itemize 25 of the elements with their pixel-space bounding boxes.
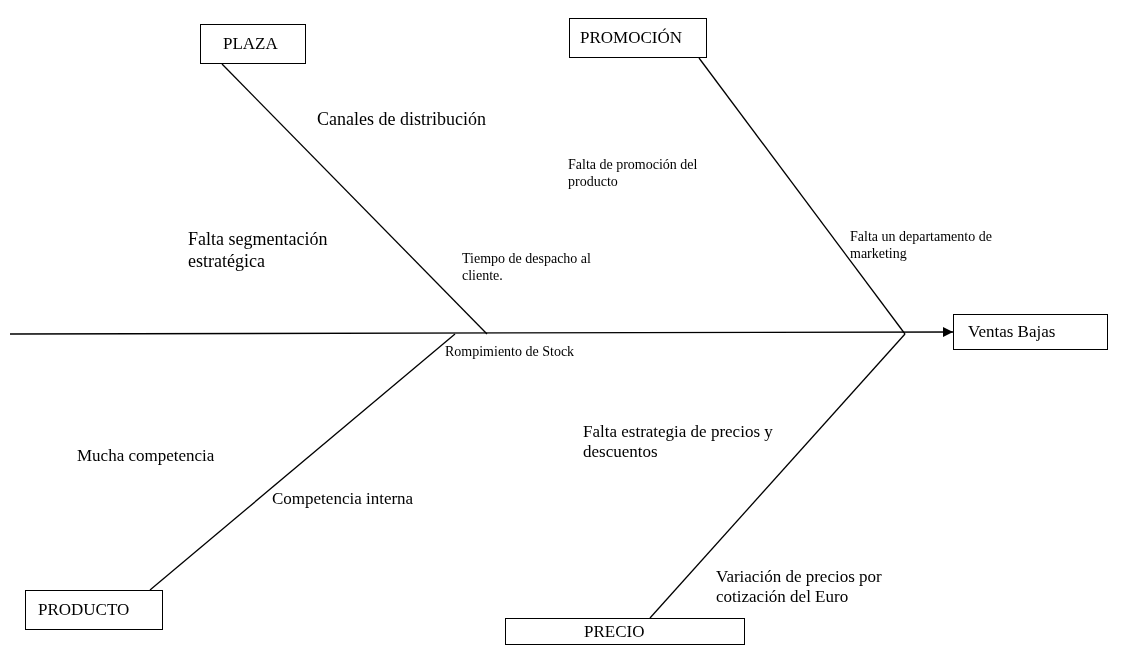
connector-line: [698, 57, 906, 335]
arrow: [9, 326, 954, 338]
node-label: PLAZA: [223, 34, 278, 54]
cause-label: Canales de distribución: [317, 109, 487, 131]
effect-box: [953, 314, 1108, 350]
cause-label: Falta estrategia de precios y descuentos: [583, 422, 773, 463]
cause-box: [569, 18, 707, 58]
cause-label: Variación de precios por cotización del Euro: [716, 567, 883, 608]
node-label: PRECIO: [584, 621, 645, 642]
connector-line: [221, 63, 488, 335]
node-label: PROMOCIÓN: [580, 28, 683, 48]
cause-label: Competencia interna: [272, 489, 415, 510]
node-label: Ventas Bajas: [968, 322, 1056, 342]
cause-label: Falta segmentación estratégica: [188, 229, 329, 273]
node-label: PRODUCTO: [38, 600, 130, 620]
cause-box: [505, 618, 745, 645]
connector-line: [149, 333, 456, 591]
cause-label: Falta de promoción del producto: [568, 157, 699, 191]
cause-label: Falta un departamento de marketing: [850, 229, 993, 263]
cause-label: Mucha competencia: [77, 446, 216, 467]
connector-line: [649, 333, 906, 619]
cause-box: [200, 24, 306, 64]
cause-label: Tiempo de despacho al cliente.: [462, 251, 592, 285]
cause-label: Rompimiento de Stock: [445, 344, 576, 361]
cause-box: [25, 590, 163, 630]
